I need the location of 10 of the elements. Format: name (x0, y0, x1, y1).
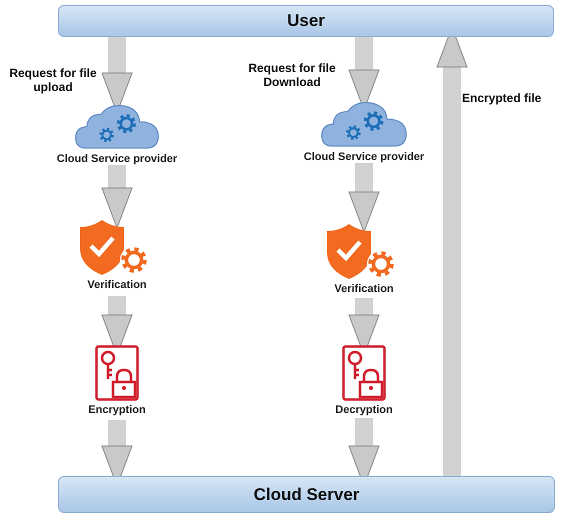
node-label: Cloud Service provider (56, 153, 178, 165)
node-label: Verification (334, 283, 394, 295)
node-label: Verification (87, 279, 147, 291)
process-bar: Cloud Server (58, 476, 555, 513)
process-bar: User (58, 5, 554, 37)
block-arrow (102, 165, 132, 228)
node-label: Encryption (88, 404, 146, 416)
node-label: Decryption (335, 404, 393, 416)
node-label: Cloud Service provider (304, 151, 424, 163)
block-arrow (348, 163, 380, 232)
